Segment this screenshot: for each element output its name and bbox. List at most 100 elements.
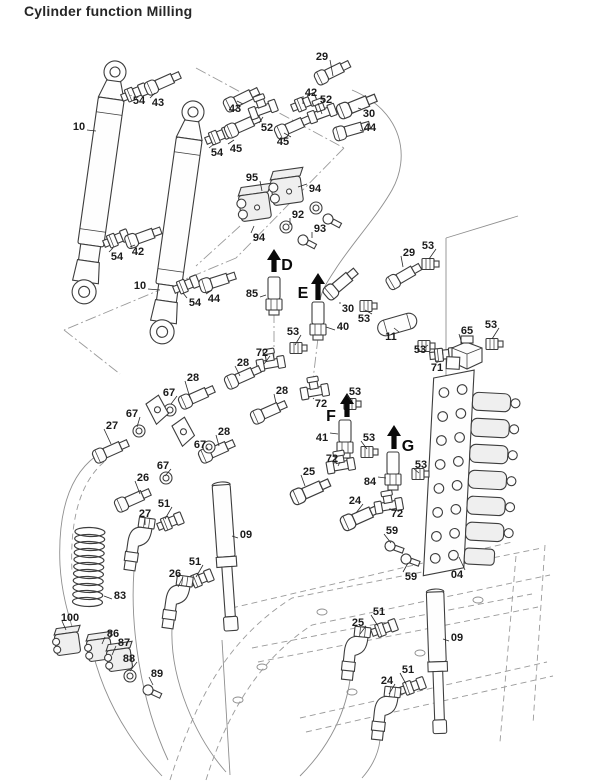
- part-number-label: 53: [485, 319, 497, 331]
- part-number-label: 44: [208, 293, 221, 305]
- frame-hole: [232, 696, 244, 704]
- direction-letter: D: [281, 257, 293, 274]
- leader-line: [346, 394, 352, 402]
- frame-upright: [499, 555, 517, 743]
- leader-line: [297, 183, 308, 188]
- direction-arrow-head: [311, 273, 325, 284]
- leader-line: [283, 132, 292, 138]
- part-number-label: 72: [326, 453, 338, 465]
- leader-line: [205, 447, 209, 450]
- hose-nipple-bolt: [248, 397, 290, 426]
- leader-line: [129, 244, 136, 248]
- part-number-label: 67: [126, 408, 138, 420]
- leader-line: [259, 180, 263, 192]
- part-number-label: 42: [132, 246, 144, 258]
- part-number-label: 72: [256, 347, 268, 359]
- leader-line: [422, 344, 429, 350]
- vertical-fitting: [384, 451, 402, 491]
- part-number-label: 40: [337, 321, 349, 333]
- leader-line: [61, 620, 67, 631]
- gas-strut: [210, 480, 242, 632]
- part-number-label: 89: [151, 668, 163, 680]
- leader-line: [258, 116, 264, 124]
- part-number-label: 28: [237, 357, 249, 369]
- part-number-label: 42: [305, 87, 317, 99]
- part-number-label: 53: [415, 459, 427, 471]
- hose-line: [361, 739, 381, 779]
- part-number-label: 72: [391, 508, 403, 520]
- leader-line: [383, 533, 392, 544]
- part-number-label: 45: [277, 136, 289, 148]
- hose-line: [221, 639, 231, 776]
- part-number-label: 67: [163, 387, 175, 399]
- part-number-label: 25: [303, 466, 315, 478]
- part-number-label: 09: [451, 632, 463, 644]
- leader-line: [329, 59, 334, 77]
- leader-line: [399, 672, 407, 685]
- vertical-fitting: [265, 276, 283, 316]
- part-number-label: 53: [358, 313, 370, 325]
- leader-line: [377, 476, 387, 479]
- part-number-label: 29: [403, 247, 415, 259]
- hose-nipple-bolt: [142, 68, 184, 97]
- leader-line: [357, 107, 362, 110]
- center-line: [195, 225, 241, 267]
- leader-line: [329, 432, 339, 435]
- part-number-label: 24: [349, 495, 362, 507]
- leader-line: [355, 503, 364, 514]
- frame-outline: [205, 574, 551, 781]
- part-number-label: 27: [139, 508, 151, 520]
- hose-elbow: [369, 684, 402, 743]
- clamp-block-small: [50, 624, 85, 657]
- gas-strut: [424, 588, 451, 735]
- part-number-label: 52: [261, 122, 273, 134]
- leader-line: [250, 225, 255, 234]
- hose-nipple-bolt: [90, 436, 132, 465]
- leader-line: [147, 288, 161, 291]
- leader-line: [359, 129, 363, 132]
- part-number-label: 53: [349, 386, 361, 398]
- part-number-label: 51: [189, 556, 201, 568]
- frame-rail: [257, 606, 539, 663]
- context-lines: [59, 67, 554, 781]
- hose-line: [59, 455, 97, 641]
- part-number-label: 54: [111, 251, 124, 263]
- hose-line: [132, 569, 169, 761]
- leader-line: [312, 397, 315, 400]
- leader-line: [134, 480, 141, 495]
- part-number-label: 84: [364, 476, 377, 488]
- part-number-label: 53: [287, 326, 299, 338]
- leader-line: [236, 100, 244, 105]
- part-number-label: 45: [230, 143, 242, 155]
- leader-line: [215, 434, 220, 447]
- direction-arrow: [391, 435, 397, 449]
- leader-line: [227, 139, 235, 145]
- direction-arrow-head: [387, 425, 401, 436]
- part-number-label: 26: [137, 472, 149, 484]
- leader-line: [402, 562, 409, 573]
- straight-fitting: [155, 510, 186, 534]
- leader-line: [360, 440, 368, 450]
- leader-line: [400, 255, 404, 268]
- leader-line: [205, 289, 213, 295]
- frame-brace: [231, 541, 513, 609]
- clamp-block: [266, 166, 309, 207]
- assembly-box: [445, 215, 519, 239]
- hose-nipple-bolt: [197, 268, 238, 295]
- leader-line: [442, 638, 450, 642]
- screw: [383, 539, 406, 557]
- leader-line: [259, 294, 267, 298]
- part-number-label: 09: [240, 529, 252, 541]
- leader-line: [184, 380, 191, 399]
- part-number-label: 93: [314, 223, 326, 235]
- part-number-label: 54: [133, 95, 146, 107]
- part-number-label: 85: [246, 288, 258, 300]
- part-number-label: 53: [363, 432, 375, 444]
- part-number-label: 59: [405, 571, 417, 583]
- part-number-label: 83: [114, 590, 126, 602]
- leader-line: [129, 661, 138, 672]
- part-number-label: 26: [169, 568, 181, 580]
- part-number-label: 28: [187, 372, 199, 384]
